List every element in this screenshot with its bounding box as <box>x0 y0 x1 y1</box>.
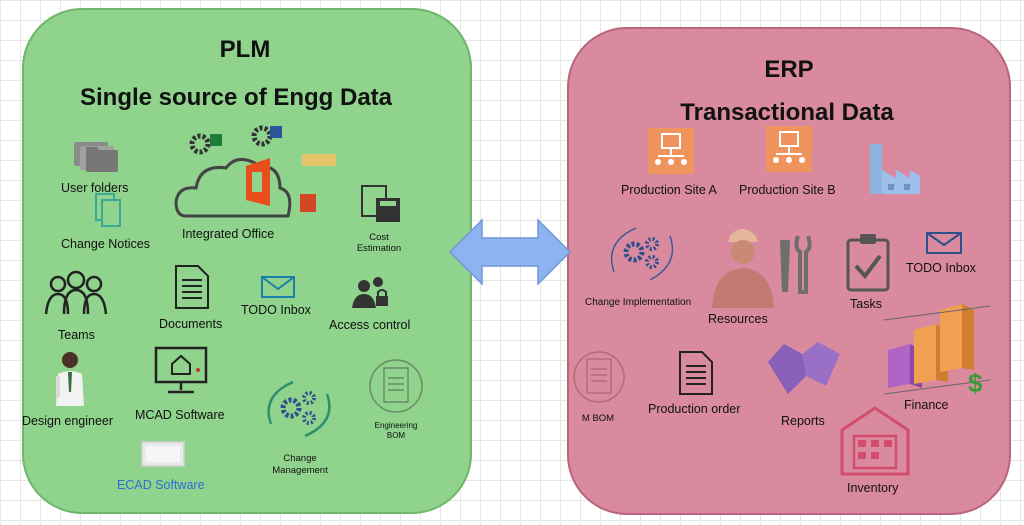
label-documents: Documents <box>159 317 223 331</box>
m-bom-icon <box>573 351 625 403</box>
plm-subtitle: Single source of Engg Data <box>79 84 393 111</box>
label-engineering: Engineering <box>374 421 418 430</box>
label-production-site-b: Production Site B <box>739 183 836 197</box>
label-production-site-a: Production Site A <box>621 183 717 197</box>
label-inventory: Inventory <box>847 481 899 495</box>
production-order-icon <box>679 351 713 395</box>
label-production-order: Production order <box>648 402 741 416</box>
inventory-warehouse-icon <box>840 406 910 476</box>
site-b-icon <box>766 126 812 172</box>
label-user-folders: User folders <box>61 181 129 195</box>
change-implementation-icon <box>610 227 674 281</box>
erp-panel <box>567 27 1011 515</box>
label-bom: BOM <box>386 431 406 440</box>
calculator-icon <box>361 185 400 222</box>
label-tasks: Tasks <box>850 297 882 311</box>
site-a-icon <box>648 128 694 174</box>
change-notices-icon <box>95 193 121 227</box>
change-management-icon <box>267 380 331 438</box>
resources-worker-icon <box>712 229 812 308</box>
design-engineer-icon <box>56 352 84 406</box>
erp-envelope-icon <box>926 232 962 254</box>
label-change: Change <box>283 453 317 464</box>
envelope-icon <box>261 276 295 298</box>
label-integrated-office: Integrated Office <box>182 227 275 241</box>
label-plm-todo-inbox: TODO Inbox <box>241 303 311 317</box>
plm-panel <box>22 8 472 514</box>
label-access-control: Access control <box>329 318 411 332</box>
erp-subtitle: Transactional Data <box>680 99 894 126</box>
mcad-monitor-icon <box>154 346 208 394</box>
reports-icon <box>768 342 840 394</box>
label-teams: Teams <box>58 328 95 342</box>
plm-title: PLM <box>219 36 271 63</box>
engineering-bom-icon <box>369 359 423 413</box>
erp-title: ERP <box>764 56 814 83</box>
label-management: Management <box>272 465 328 476</box>
tasks-clipboard-icon <box>846 234 890 292</box>
bidirectional-arrow <box>448 218 572 286</box>
label-ecad-software: ECAD Software <box>117 478 205 492</box>
label-m-bom: M BOM <box>581 413 615 424</box>
teams-icon <box>44 270 108 315</box>
folders-icon <box>74 142 118 172</box>
factory-icon <box>870 144 920 194</box>
integrated-office-icon <box>174 125 336 218</box>
label-estimation: Estimation <box>356 243 402 254</box>
svg-text:$: $ <box>968 368 983 398</box>
label-resources: Resources <box>708 312 768 326</box>
label-finance: Finance <box>904 398 949 412</box>
label-mcad-software: MCAD Software <box>135 408 225 422</box>
label-erp-todo-inbox: TODO Inbox <box>906 261 976 275</box>
label-change-implementation: Change Implementation <box>585 297 692 308</box>
label-cost: Cost <box>369 232 389 243</box>
access-control-icon <box>352 277 388 308</box>
label-reports: Reports <box>781 414 825 428</box>
document-icon <box>175 265 209 309</box>
label-change-notices: Change Notices <box>61 237 150 251</box>
finance-chart-icon: $ <box>883 304 991 398</box>
ecad-monitor-icon <box>141 441 185 467</box>
label-design-engineer: Design engineer <box>22 414 114 428</box>
